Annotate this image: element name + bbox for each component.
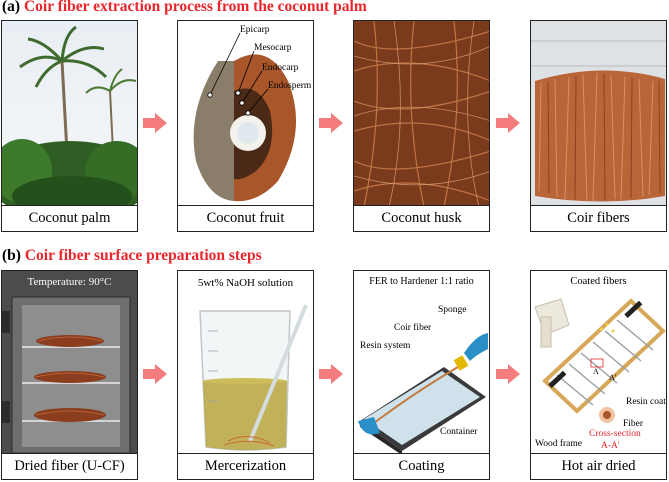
section-a-label: (a)	[2, 0, 21, 15]
section-b-heading: Coir fiber surface preparation steps	[24, 247, 262, 264]
label-endosperm: Endosperm	[268, 81, 312, 91]
panel-coconut-palm: Coconut palm	[1, 20, 138, 232]
label-section-a-a: A-A'	[601, 441, 620, 451]
label-resin-coating: Resin coating	[626, 397, 666, 407]
section-b-title: (b) Coir fiber surface preparation steps	[2, 247, 262, 265]
panel-coir-fibers: Coir fibers	[530, 20, 667, 232]
coconut-palm-image	[2, 21, 137, 207]
section-a-heading: Coir fiber extraction process from the c…	[23, 0, 367, 15]
caption-coating: Coating	[354, 453, 489, 479]
panel-mercerization: 5wt% NaOH solution Mercerization	[177, 270, 314, 480]
naoh-solution-text: 5wt% NaOH solution	[197, 277, 294, 289]
coconut-fruit-image	[178, 21, 313, 207]
label-epicarp: Epicarp	[240, 25, 270, 35]
caption-coconut-husk: Coconut husk	[354, 205, 489, 231]
fer-hardener-ratio-text: FER to Hardener 1:1 ratio	[369, 276, 474, 287]
panel-coconut-husk: Coconut husk	[353, 20, 490, 232]
coated-fibers-text: Coated fibers	[570, 276, 627, 287]
panel-hot-air-dried: Coated fibers Resin coating Fiber Wood f…	[530, 270, 667, 480]
caption-coconut-palm: Coconut palm	[2, 205, 137, 231]
panel-coconut-fruit: Epicarp Mesocarp Endocarp Endosperm Coco…	[177, 20, 314, 232]
label-resin-system: Resin system	[360, 341, 411, 351]
label-wood-frame: Wood frame	[535, 439, 582, 449]
caption-coconut-fruit: Coconut fruit	[178, 205, 313, 231]
section-a-title: (a) Coir fiber extraction process from t…	[2, 0, 367, 16]
section-b-label: (b)	[2, 247, 21, 264]
label-container: Container	[440, 427, 478, 437]
caption-hot-air-dried: Hot air dried	[531, 453, 666, 479]
label-coir-fiber: Coir fiber	[394, 323, 432, 333]
panel-dried-fiber: Temperature: 90°C Dried fiber (U-CF)	[1, 270, 138, 480]
label-mesocarp: Mesocarp	[254, 43, 292, 53]
caption-coir-fibers: Coir fibers	[531, 205, 666, 231]
arrow-right-icon	[143, 113, 167, 133]
arrow-right-icon	[143, 364, 167, 384]
caption-mercerization: Mercerization	[178, 453, 313, 479]
label-cross-section: Cross-section	[589, 429, 641, 439]
oven-image	[2, 271, 137, 456]
label-point-a: A	[593, 367, 599, 376]
arrow-right-icon	[496, 113, 520, 133]
label-point-a-prime: A'	[609, 373, 617, 382]
label-sponge: Sponge	[438, 305, 467, 315]
coconut-husk-image	[354, 21, 489, 207]
arrow-right-icon	[319, 364, 343, 384]
arrow-right-icon	[319, 113, 343, 133]
panel-coating: FER to Hardener 1:1 ratio Sponge Coir fi…	[353, 270, 490, 480]
arrow-right-icon	[496, 364, 520, 384]
label-endocarp: Endocarp	[262, 63, 299, 73]
coating-container-image	[354, 271, 489, 456]
wood-frame-image	[531, 271, 666, 456]
label-fiber: Fiber	[623, 419, 644, 429]
caption-dried-fiber: Dried fiber (U-CF)	[2, 453, 137, 479]
oven-temperature-text: Temperature: 90°C	[27, 276, 112, 288]
coir-fibers-image	[531, 21, 666, 207]
beaker-image	[178, 271, 313, 456]
